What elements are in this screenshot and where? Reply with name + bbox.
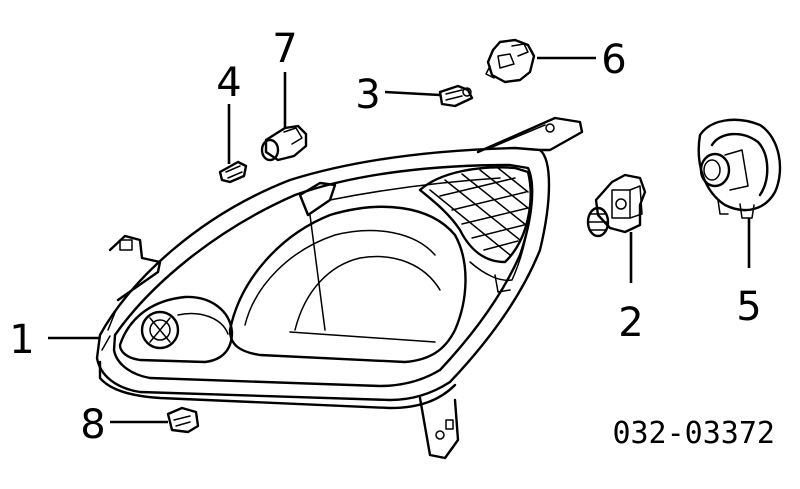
callout-7: 7 — [272, 26, 297, 72]
callout-labels: 1 2 3 4 5 6 7 8 — [9, 26, 761, 448]
callout-6: 6 — [601, 37, 626, 83]
diagram-part-number: 032-03372 — [612, 416, 775, 451]
bulb-socket-6 — [485, 38, 536, 84]
callout-4: 4 — [216, 60, 241, 106]
callout-3: 3 — [355, 72, 380, 118]
bulb-h4 — [586, 173, 647, 238]
leader-3 — [384, 90, 441, 97]
headlight-assembly — [95, 116, 584, 460]
callout-5: 5 — [736, 284, 761, 330]
bulb-socket-7 — [260, 124, 308, 162]
bulb-wedge-4 — [218, 160, 248, 184]
bulb-wedge-3 — [438, 84, 474, 108]
leader-lines — [48, 56, 751, 424]
callout-8: 8 — [80, 402, 105, 448]
callout-1: 1 — [9, 317, 34, 363]
callout-2: 2 — [618, 300, 643, 346]
dust-cover — [697, 118, 782, 219]
clip-8 — [166, 406, 200, 434]
